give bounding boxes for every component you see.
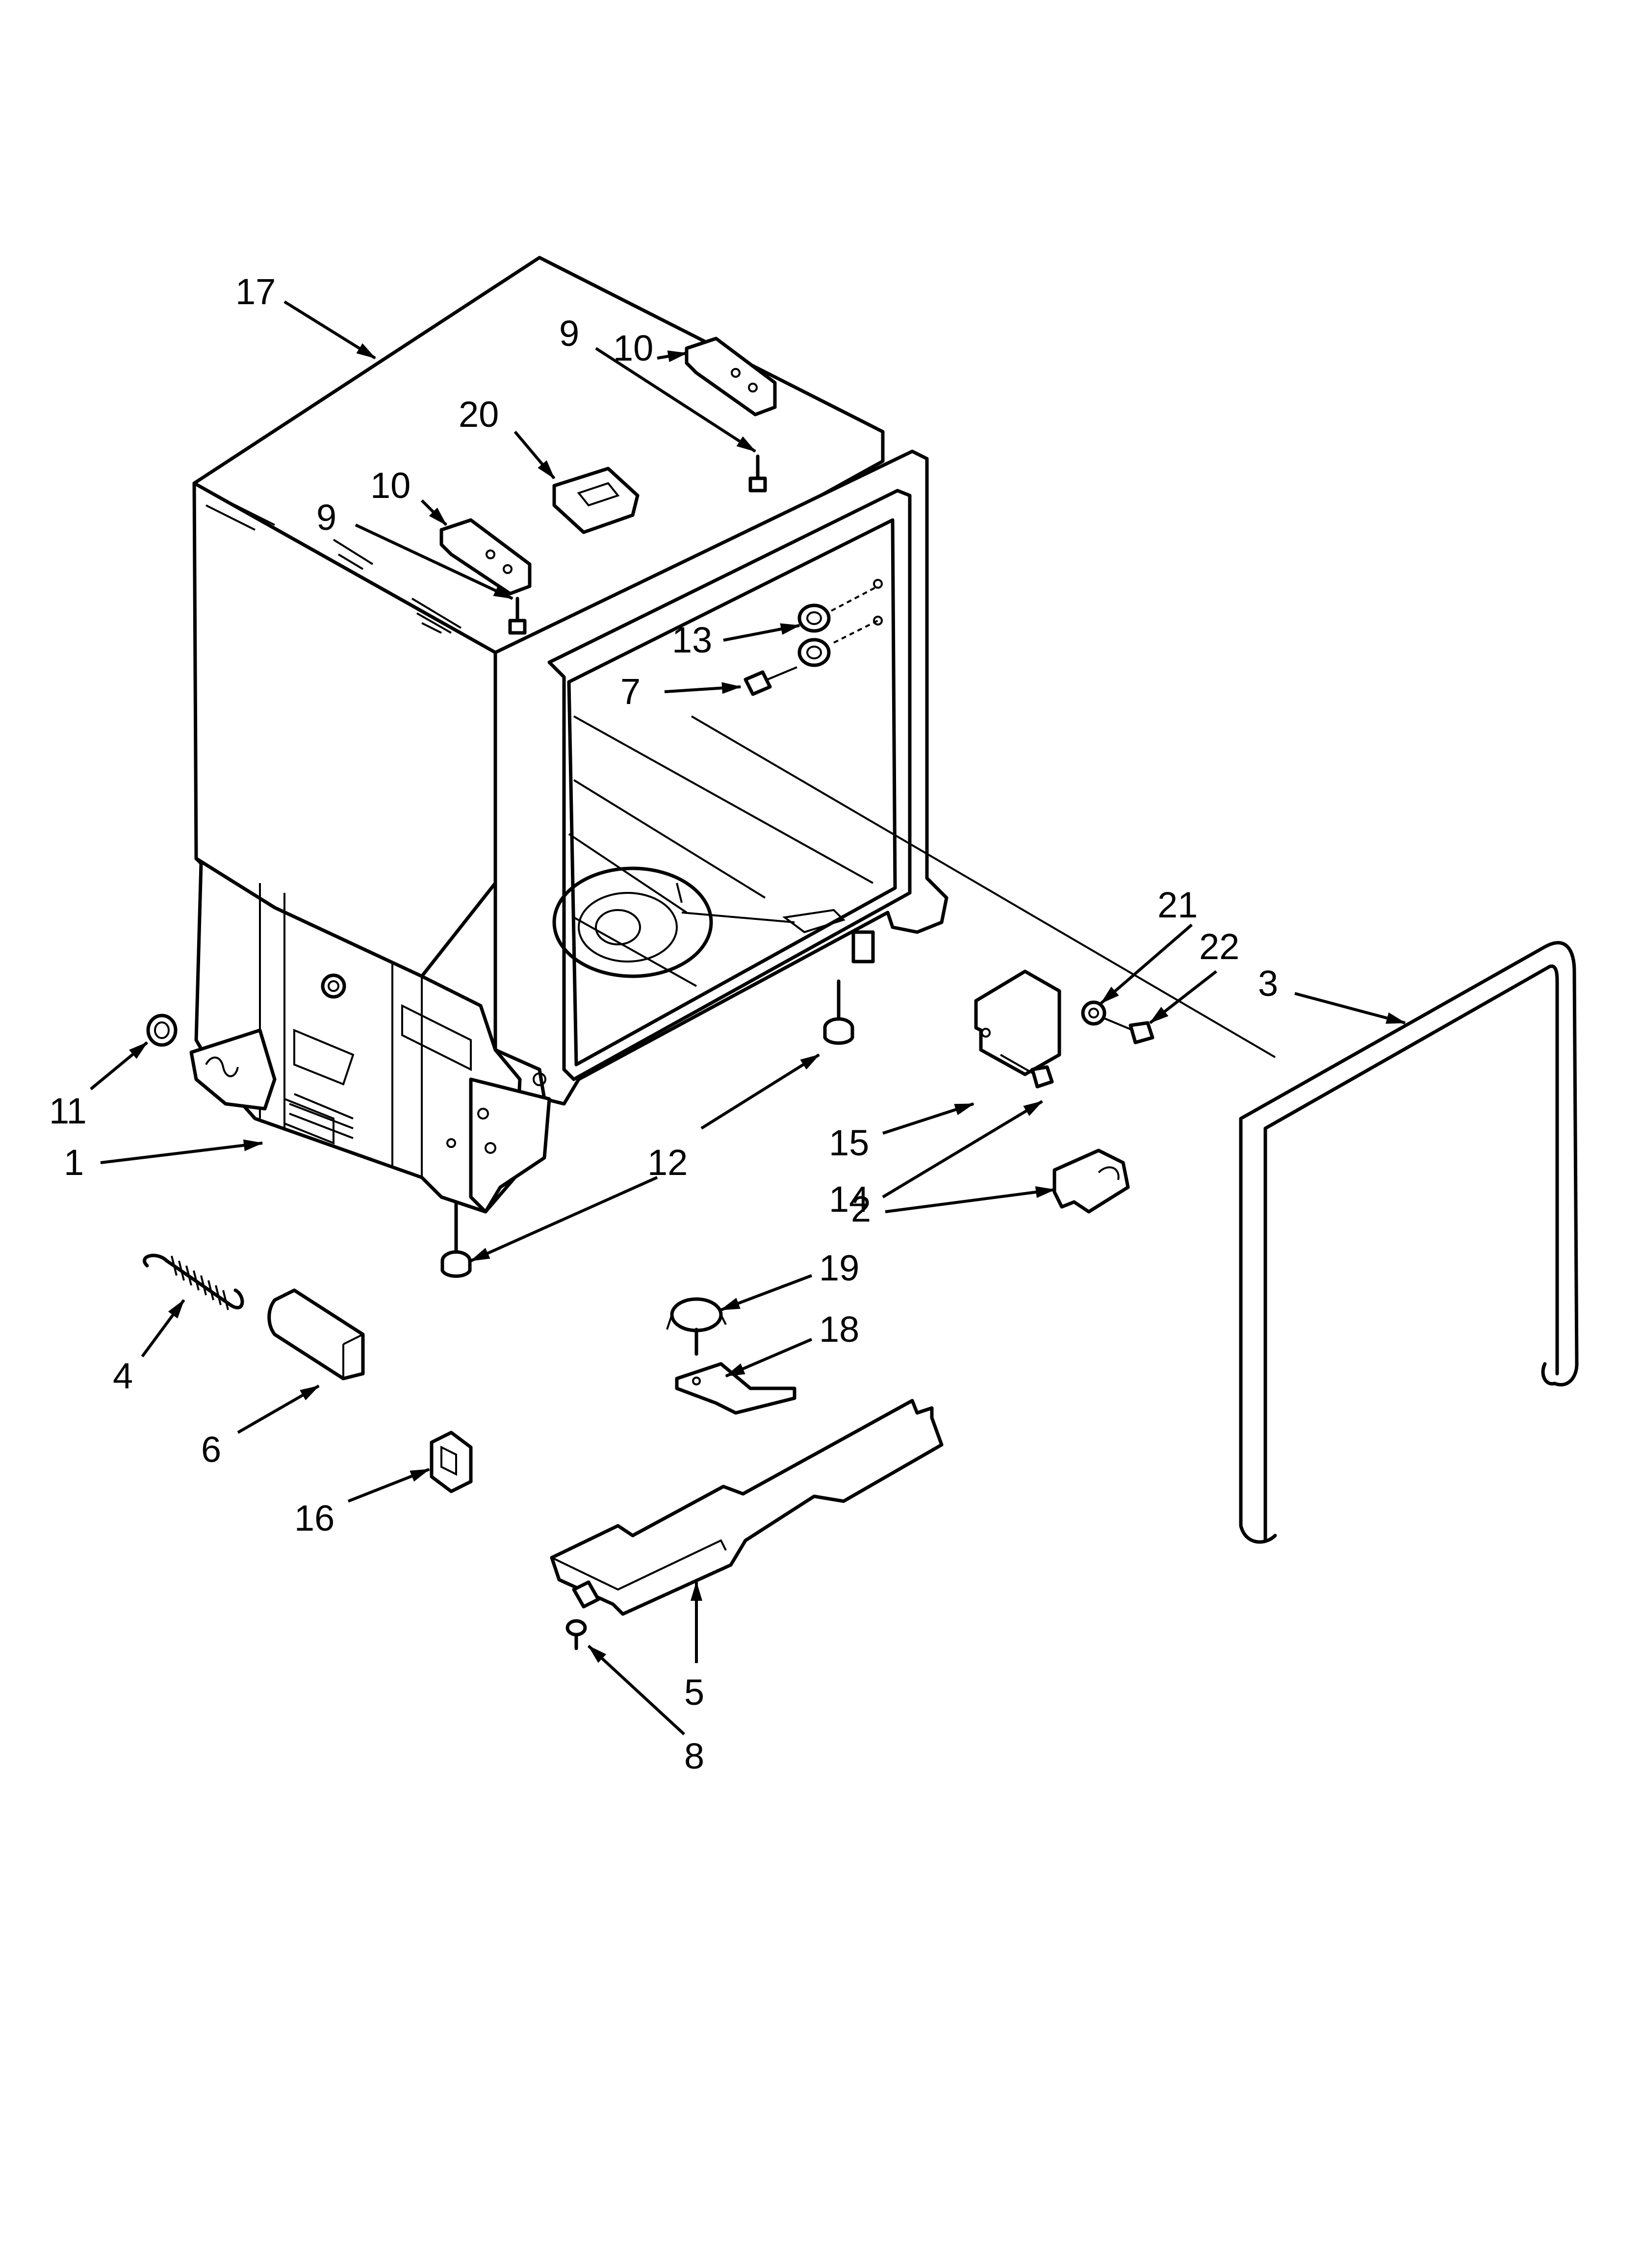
grommet-11 [146,1014,178,1047]
callout-19: 19 [819,1248,859,1288]
bracket-hole-1 [477,1108,489,1120]
screw-upper [748,454,767,493]
leader-12b [470,1176,658,1262]
leader-7 [664,682,742,694]
callout-labels: 17 10 9 20 10 9 13 7 21 22 3 11 1 12 15 … [49,271,1278,1776]
leader-17 [283,300,376,360]
latch-2 [1052,1148,1130,1214]
toe-panel-5 [550,1399,944,1616]
callout-7: 7 [620,671,641,712]
leader-10b [420,499,448,526]
leader-19 [720,1274,813,1311]
callout-10a: 10 [613,328,653,368]
leader-3 [1294,992,1406,1024]
tub-interior-lines [568,715,873,987]
screw-7 [744,666,797,696]
leveling-leg-lower [440,1200,472,1278]
sump-bowl [552,866,713,978]
drain-port [321,973,346,999]
leader-1 [100,1139,263,1164]
callout-11: 11 [49,1091,87,1131]
leader-18 [725,1338,813,1378]
leader-lines [90,300,1406,1736]
sensor-19 [666,1297,727,1356]
callout-14: 14 [829,1179,869,1220]
callout-5: 5 [684,1672,704,1713]
screw-8 [565,1619,587,1650]
leader-4 [141,1299,185,1357]
base-detail-panels [259,883,472,1177]
callout-10b: 10 [370,465,410,506]
leader-16 [347,1468,430,1503]
clip-16 [430,1431,473,1493]
callout-9b: 9 [316,497,336,538]
door-seal-3 [1239,941,1579,1544]
leader-9a [595,347,756,453]
callout-22: 22 [1199,926,1239,967]
screw-14 [1000,1054,1054,1089]
spring-4 [143,1253,244,1310]
leader-12a [700,1053,820,1130]
hinge-bracket-lower [439,518,532,596]
screw-22 [1103,1017,1155,1044]
frame-foot-right [851,930,875,964]
callout-6: 6 [201,1429,221,1470]
leader-21 [1100,923,1193,1005]
leader-10a [657,350,688,363]
leader-6 [237,1384,320,1434]
callout-9a: 9 [559,313,579,354]
leader-9b [355,523,513,600]
leader-22 [1149,970,1217,1024]
base-bracket [469,1077,551,1214]
bracket-hole-2 [485,1142,496,1154]
sump-center [595,909,641,945]
sump-inner [578,892,678,963]
tub-assembly [189,256,949,1214]
callout-2: 2 [851,1189,871,1229]
leader-8 [587,1644,686,1736]
base-tray-ridges [205,1056,239,1077]
callout-18: 18 [819,1309,859,1350]
callout-20: 20 [459,394,499,435]
callout-12: 12 [647,1142,688,1183]
leader-11 [90,1041,148,1091]
callout-13: 13 [672,620,712,660]
base-vents [289,1093,354,1139]
washer-21 [1081,1000,1106,1026]
callout-17: 17 [235,271,276,312]
leader-15 [882,1102,975,1135]
frame-screw [533,1072,546,1086]
leader-2 [885,1186,1055,1213]
leader-20 [513,431,556,479]
callout-1: 1 [64,1142,84,1183]
bracket-15 [974,969,1061,1076]
callout-16: 16 [294,1498,334,1538]
callout-4: 4 [113,1356,133,1396]
callout-3: 3 [1258,963,1278,1004]
leader-13 [723,623,800,642]
leader-14 [882,1100,1043,1199]
screw-lower [508,597,527,635]
pad-6 [267,1288,365,1381]
drain-port-inner [328,980,339,992]
callout-8: 8 [684,1736,704,1776]
roller-parts [797,579,883,667]
callout-15: 15 [829,1122,869,1163]
hinge-bracket-upper [685,337,777,417]
base-tray [189,1028,277,1111]
side-hatching [205,490,462,634]
spray-arm [676,883,846,934]
clip-bracket-20 [552,467,640,534]
leveling-leg-upper [823,979,854,1045]
callout-21: 21 [1157,885,1198,925]
bracket-hole-3 [446,1138,456,1148]
